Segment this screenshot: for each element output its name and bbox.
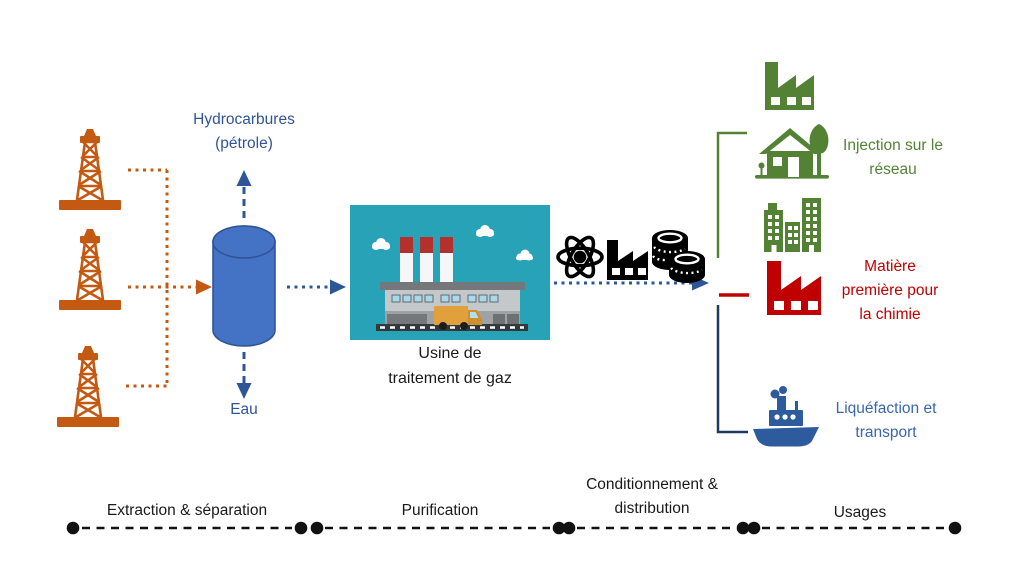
lng-bracket: [716, 305, 748, 434]
atom-icon: [554, 229, 606, 285]
water-label: Eau: [230, 401, 258, 418]
chimneys: [400, 237, 453, 283]
oil-derrick-icon: [55, 343, 121, 427]
injection-label: Injection sur le réseau: [843, 137, 943, 179]
truck-icon: [434, 306, 482, 330]
ship-icon: [751, 386, 821, 448]
hydrocarbons-label: Hydrocarbures (pétrole): [193, 111, 295, 153]
timeline-dots: [66, 521, 962, 535]
factory-icon: [764, 257, 832, 315]
water-arrowhead: [236, 383, 252, 399]
lng-label: Liquéfaction et transport: [835, 400, 937, 442]
oil-derrick-icon: [57, 126, 123, 210]
well-flow-lines: [126, 168, 196, 388]
cloud-icon: [372, 225, 533, 261]
stage-usages-label: Usages: [833, 504, 887, 521]
separator-cylinder-icon: [211, 224, 277, 348]
city-buildings-icon: [760, 190, 824, 252]
stage-conditioning-label: Conditionnement & distribution: [586, 476, 718, 518]
house-icon: [753, 123, 831, 181]
plant-roof: [380, 282, 525, 290]
to-plant-arrowhead: [330, 279, 346, 295]
stage-purification-label: Purification: [401, 502, 479, 519]
gas-plant-scene: [350, 205, 550, 340]
chemistry-label: Matière première pour la chimie: [841, 258, 939, 324]
plant-windows: [391, 294, 499, 303]
network-bracket: [716, 131, 747, 258]
oil-derrick-icon: [57, 226, 123, 310]
stage-extraction-label: Extraction & séparation: [106, 502, 268, 519]
coins-icon: [649, 227, 707, 287]
hydrocarbons-arrowhead: [236, 170, 252, 186]
factory-icon: [762, 58, 824, 110]
well-flow-arrowhead: [196, 279, 212, 295]
separator-flow-arrows: [242, 186, 692, 384]
factory-icon: [605, 237, 655, 280]
plant-caption: Usine de traitement de gaz: [388, 345, 512, 387]
